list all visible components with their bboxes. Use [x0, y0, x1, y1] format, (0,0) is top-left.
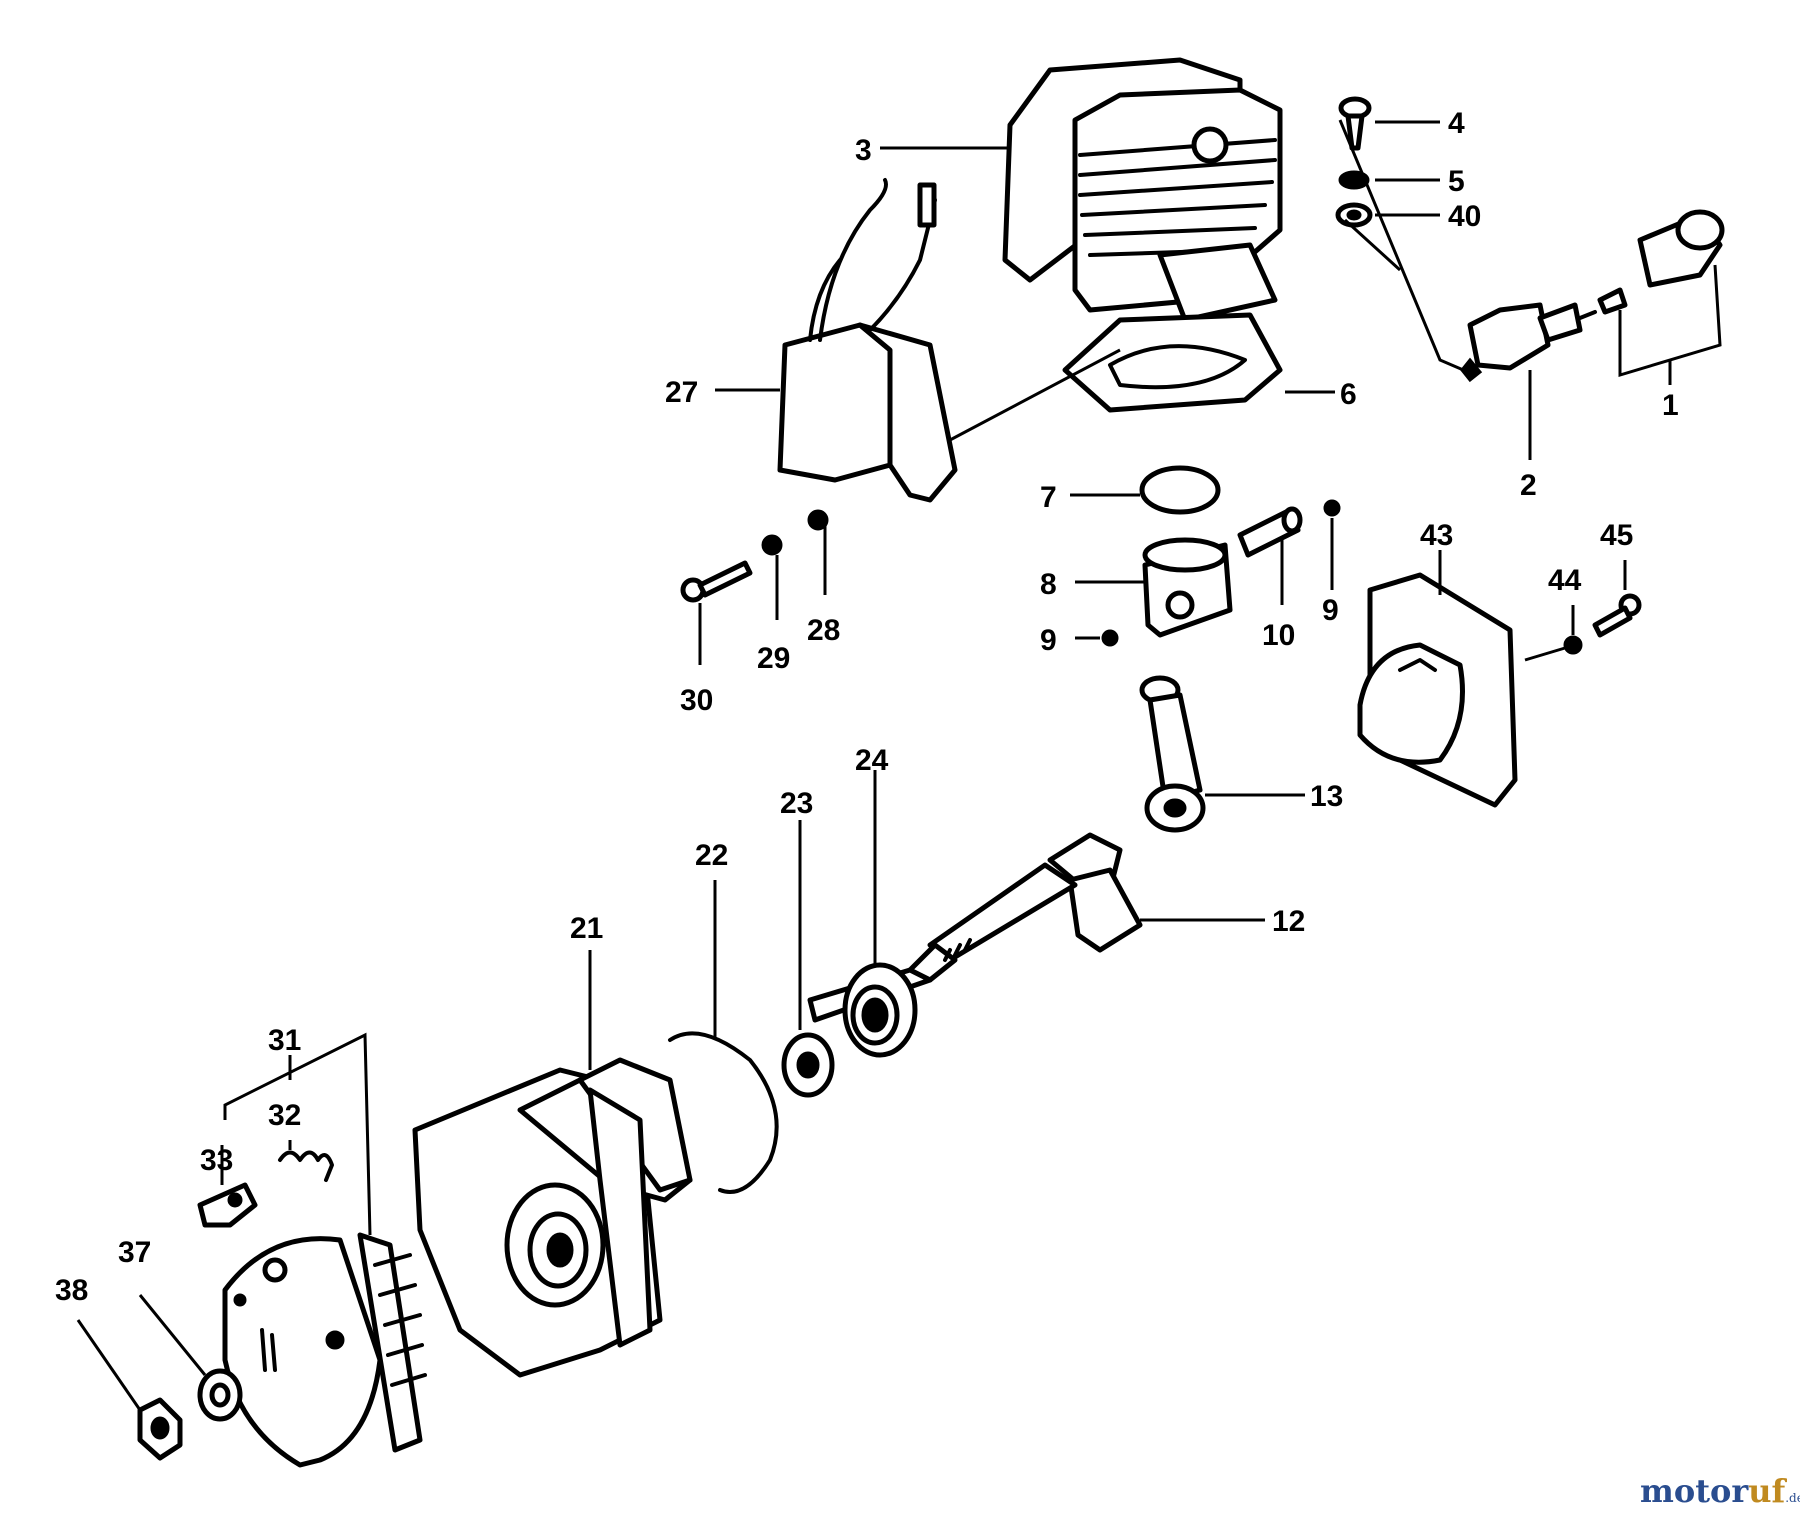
callout-6: 6 [1340, 378, 1357, 411]
watermark-brand-2: uf [1748, 1472, 1787, 1510]
callout-37: 37 [118, 1236, 151, 1269]
callout-1: 1 [1662, 389, 1679, 422]
part-screw-4 [1338, 96, 1372, 151]
part-washer-44 [1563, 635, 1583, 655]
callout-29: 29 [757, 642, 790, 675]
callout-31: 31 [268, 1024, 301, 1057]
callout-43: 43 [1420, 519, 1453, 552]
part-plug-cap [1597, 209, 1725, 315]
watermark-tld: .de [1785, 1491, 1800, 1505]
callout-2: 2 [1520, 469, 1537, 502]
part-washer-29 [761, 534, 783, 556]
watermark-brand-1: motor [1640, 1472, 1749, 1510]
part-bolt-30 [680, 560, 753, 603]
part-washer-28 [807, 509, 829, 531]
callout-7: 7 [1040, 481, 1057, 514]
callout-9-lower: 9 [1040, 624, 1057, 657]
part-screw-45 [1592, 593, 1642, 638]
leader-31-bracket [223, 1032, 372, 1236]
callout-9-upper: 9 [1322, 594, 1339, 627]
part-clip-9-upper [1323, 499, 1341, 517]
callout-13: 13 [1310, 780, 1343, 813]
callout-28: 28 [807, 614, 840, 647]
part-washer-5 [1338, 170, 1370, 190]
callout-33: 33 [200, 1144, 233, 1177]
part-pawl-33 [197, 1182, 258, 1228]
callout-24: 24 [855, 744, 889, 777]
part-oil-seal-23 [781, 1032, 835, 1098]
callout-4: 4 [1448, 107, 1465, 140]
part-gasket-6 [1062, 312, 1283, 413]
callout-27: 27 [665, 376, 698, 409]
callout-38: 38 [55, 1274, 88, 1307]
callout-10: 10 [1262, 619, 1295, 652]
part-bearing-24 [842, 962, 918, 1058]
callout-21: 21 [570, 912, 603, 945]
watermark-logo: motoruf.de [1640, 1472, 1800, 1510]
part-nut-38 [137, 1397, 183, 1461]
part-ignition-coil [777, 178, 958, 503]
callout-5: 5 [1448, 165, 1465, 198]
callout-3: 3 [855, 134, 872, 167]
callout-12: 12 [1272, 905, 1305, 938]
part-clip-9-lower [1101, 629, 1119, 647]
svg-text:motoruf.de: motoruf.de [1640, 1472, 1800, 1510]
part-cover-43 [1357, 572, 1518, 808]
part-washer-37 [197, 1368, 243, 1422]
part-washer-40 [1335, 202, 1373, 228]
part-cylinder-assembly [1002, 57, 1283, 323]
part-piston-ring [1139, 465, 1221, 515]
part-flywheel [222, 1232, 427, 1468]
part-crankcase [412, 1057, 693, 1378]
part-crankcase-gasket [668, 1031, 779, 1194]
callout-30: 30 [680, 684, 713, 717]
callout-40: 40 [1448, 200, 1481, 233]
callout-23: 23 [780, 787, 813, 820]
part-piston-pin [1237, 506, 1303, 558]
callout-44: 44 [1548, 564, 1582, 597]
callout-8: 8 [1040, 568, 1057, 601]
part-spring-32 [278, 1150, 334, 1182]
callout-22: 22 [695, 839, 728, 872]
callout-32: 32 [268, 1099, 301, 1132]
part-piston [1142, 537, 1233, 638]
callout-45: 45 [1600, 519, 1633, 552]
part-connecting-rod [1139, 675, 1206, 833]
part-spark-plug [1460, 302, 1597, 383]
